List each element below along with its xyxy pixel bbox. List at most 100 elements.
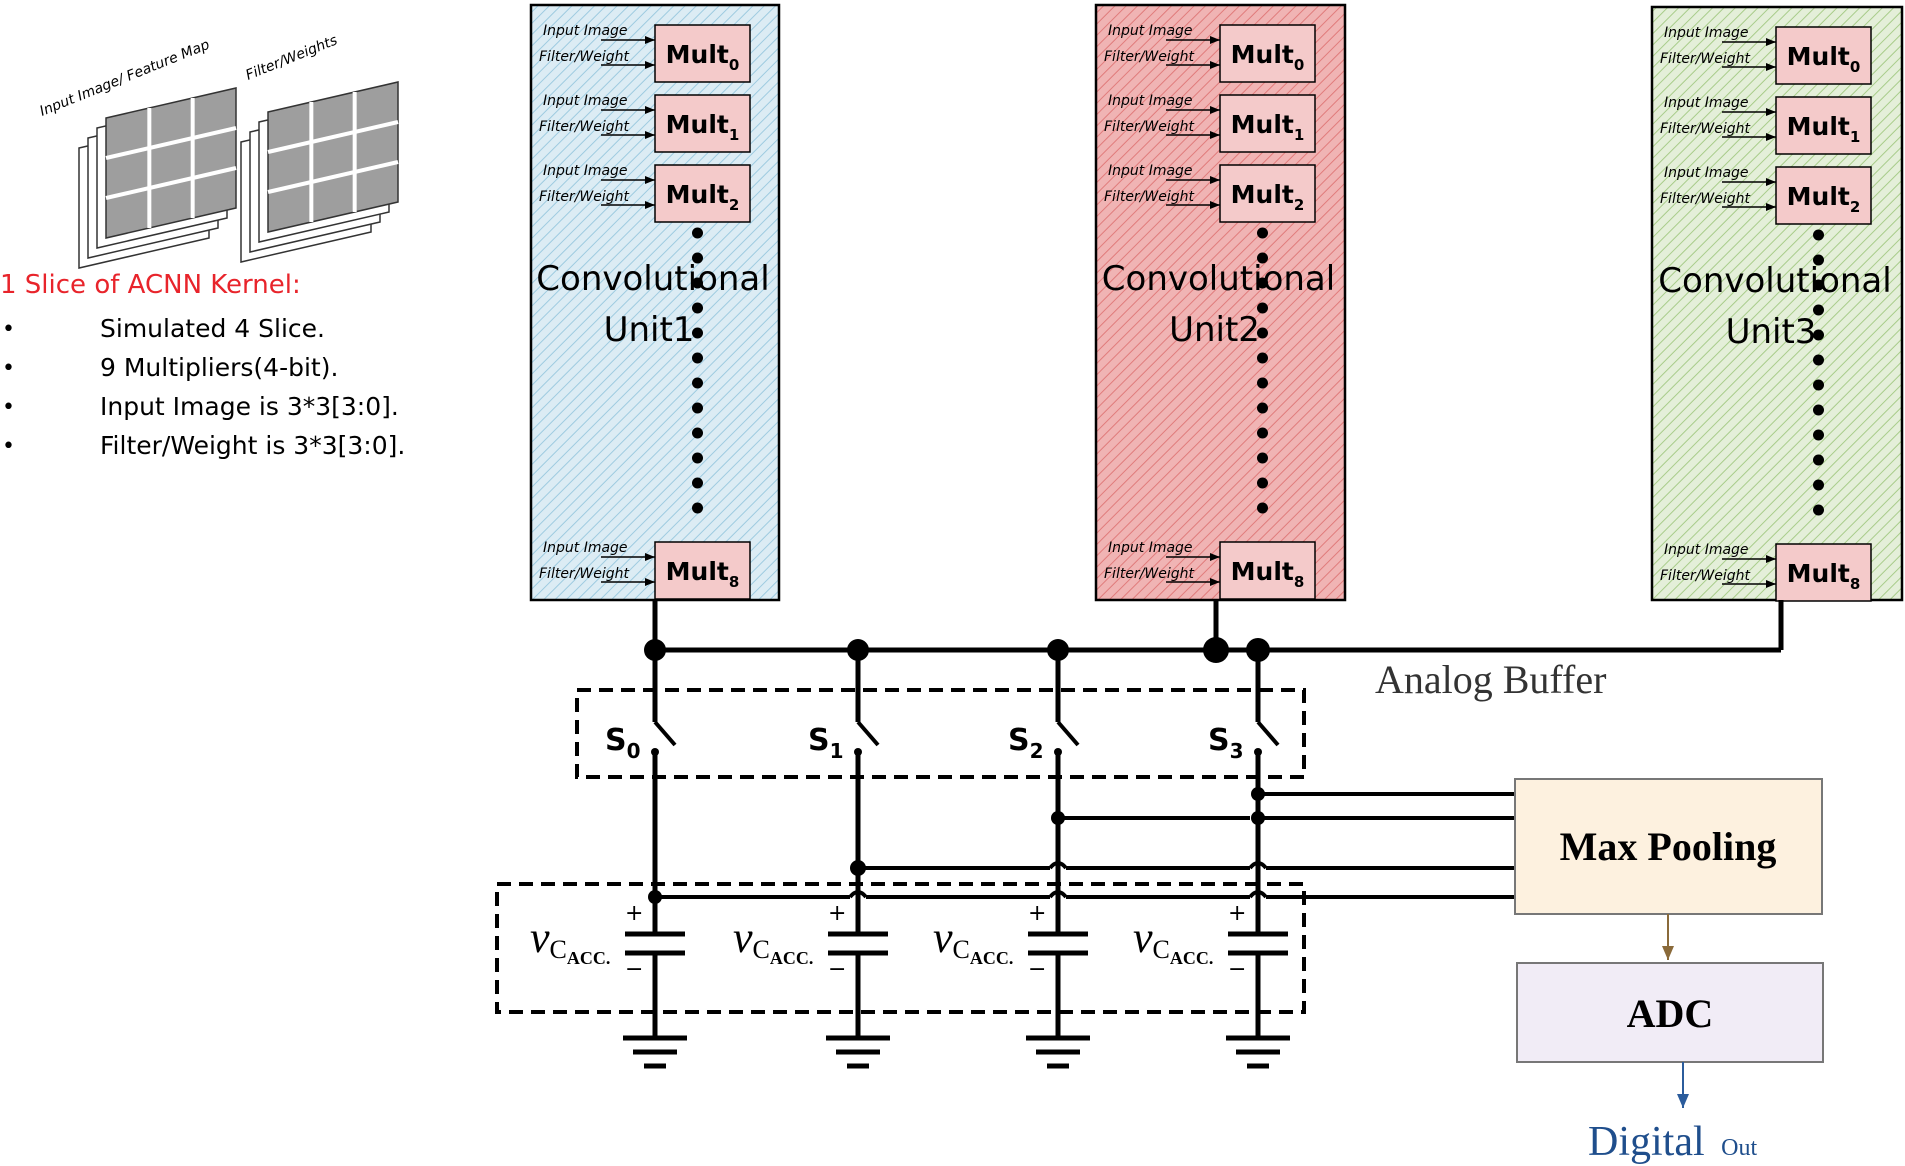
ellipsis-dot bbox=[1257, 452, 1268, 464]
multiplier-label: Mult0 bbox=[1787, 42, 1861, 76]
ellipsis-dot bbox=[692, 477, 703, 489]
ellipsis-dot bbox=[1257, 277, 1268, 289]
input-image-label: Input Image bbox=[543, 163, 628, 179]
multiplier-box bbox=[654, 164, 751, 223]
ellipsis-dot bbox=[1813, 329, 1824, 341]
bullet-item: 9 Multipliers(4-bit). bbox=[100, 353, 338, 382]
input-image-label: Input Image bbox=[1108, 23, 1193, 39]
voltage-subscript: C bbox=[550, 935, 567, 964]
ground-icon bbox=[1026, 1035, 1090, 1069]
switch-s2: S2 bbox=[1008, 720, 1080, 763]
voltage-sub-subscript: ACC. bbox=[567, 948, 611, 968]
multiplier-subscript: 0 bbox=[729, 56, 739, 74]
wire-hop bbox=[848, 890, 868, 899]
bullet-item: Simulated 4 Slice. bbox=[100, 314, 325, 343]
ellipsis-dot bbox=[1813, 504, 1824, 516]
capacitor-gap bbox=[1254, 933, 1262, 953]
multiplier-subscript: 1 bbox=[1294, 126, 1304, 144]
multiplier-label: Mult1 bbox=[1231, 110, 1305, 144]
capacitor-voltage-label: vCACC. bbox=[530, 913, 610, 968]
ellipsis-dot bbox=[1813, 279, 1824, 291]
junction-dot bbox=[1203, 637, 1229, 663]
grid-line bbox=[267, 160, 399, 194]
switch-name: S bbox=[808, 723, 830, 758]
multiplier-name: Mult bbox=[1787, 42, 1850, 71]
multiplier-box bbox=[1219, 164, 1316, 223]
ellipsis-dot bbox=[692, 327, 703, 339]
unit-title-line1: Convolutional bbox=[1658, 261, 1891, 301]
switch-contact bbox=[1254, 748, 1262, 756]
ellipsis-dot bbox=[692, 227, 703, 239]
input-image-label: Input Image bbox=[543, 93, 628, 109]
ellipsis-dot bbox=[692, 402, 703, 414]
wire-hop bbox=[1048, 890, 1068, 899]
ellipsis-dot bbox=[1257, 327, 1268, 339]
capacitor-minus: − bbox=[1028, 957, 1046, 982]
multiplier-label: Mult8 bbox=[1787, 559, 1861, 593]
capacitor-gap bbox=[854, 933, 862, 953]
filter-weight-label: Filter/Weight bbox=[1104, 119, 1195, 135]
switch-gap bbox=[1254, 722, 1262, 750]
multiplier-name: Mult bbox=[666, 110, 729, 139]
ellipsis-dot bbox=[1257, 352, 1268, 364]
capacitor-2: +−vCACC. bbox=[933, 901, 1090, 1069]
ellipsis-dot bbox=[1257, 502, 1268, 514]
switch-blade bbox=[856, 720, 880, 747]
junction-dot bbox=[648, 890, 662, 904]
ellipsis-dot bbox=[1813, 254, 1824, 266]
multiplier-subscript: 8 bbox=[1294, 573, 1304, 591]
max-pooling-label: Max Pooling bbox=[1560, 824, 1777, 869]
multiplier-box bbox=[1219, 24, 1316, 83]
switch-subscript: 0 bbox=[627, 739, 641, 763]
filter-weight-label: Filter/Weight bbox=[1660, 191, 1751, 207]
capacitors: +−vCACC.+−vCACC.+−vCACC.+−vCACC. bbox=[530, 901, 1290, 1069]
filter-weight-label: Filter/Weight bbox=[1660, 568, 1751, 584]
adc-block bbox=[1516, 962, 1824, 1063]
unit-title-line1: Convolutional bbox=[536, 259, 769, 299]
ellipsis-dot bbox=[1257, 302, 1268, 314]
capacitor-plus: + bbox=[1228, 901, 1246, 926]
ellipsis-dot bbox=[1257, 402, 1268, 414]
bullet-mark: • bbox=[2, 395, 15, 420]
junction-dot bbox=[850, 860, 866, 876]
capacitor-3: +−vCACC. bbox=[1133, 901, 1290, 1069]
wire-hop bbox=[1248, 890, 1268, 899]
multiplier-subscript: 0 bbox=[1850, 58, 1860, 76]
wire-hop bbox=[1248, 861, 1268, 870]
switch-label: S1 bbox=[808, 723, 844, 763]
multiplier-label: Mult2 bbox=[1231, 180, 1305, 214]
multiplier-label: Mult0 bbox=[1231, 40, 1305, 74]
junctions bbox=[644, 637, 1270, 904]
capacitor-group-box bbox=[495, 882, 1306, 1014]
ellipsis-dot bbox=[1257, 427, 1268, 439]
ellipsis-dot bbox=[692, 427, 703, 439]
voltage-symbol: v bbox=[1133, 913, 1153, 962]
digital-out-text: Digital bbox=[1588, 1119, 1705, 1165]
multiplier-name: Mult bbox=[1787, 112, 1850, 141]
switch-blade bbox=[1256, 720, 1280, 747]
ellipsis-dot bbox=[1813, 304, 1824, 316]
filter-weight-label: Filter/Weight bbox=[1104, 566, 1195, 582]
multiplier-name: Mult bbox=[1787, 559, 1850, 588]
ellipsis-dot bbox=[692, 452, 703, 464]
multiplier-subscript: 1 bbox=[729, 126, 739, 144]
bullet-item: Filter/Weight is 3*3[3:0]. bbox=[100, 431, 405, 460]
ellipsis-dot bbox=[1813, 404, 1824, 416]
junction-dot bbox=[1051, 811, 1065, 825]
multiplier-box bbox=[1219, 94, 1316, 153]
analog-buffer-label: Analog Buffer bbox=[1375, 657, 1606, 702]
switch-gap bbox=[651, 722, 659, 750]
multiplier-name: Mult bbox=[666, 40, 729, 69]
digital-out-subscript: Out bbox=[1721, 1135, 1757, 1161]
switch-contact bbox=[651, 748, 659, 756]
filter-weight-label: Filter/Weight bbox=[539, 189, 630, 205]
multiplier-label: Mult8 bbox=[1231, 557, 1305, 591]
